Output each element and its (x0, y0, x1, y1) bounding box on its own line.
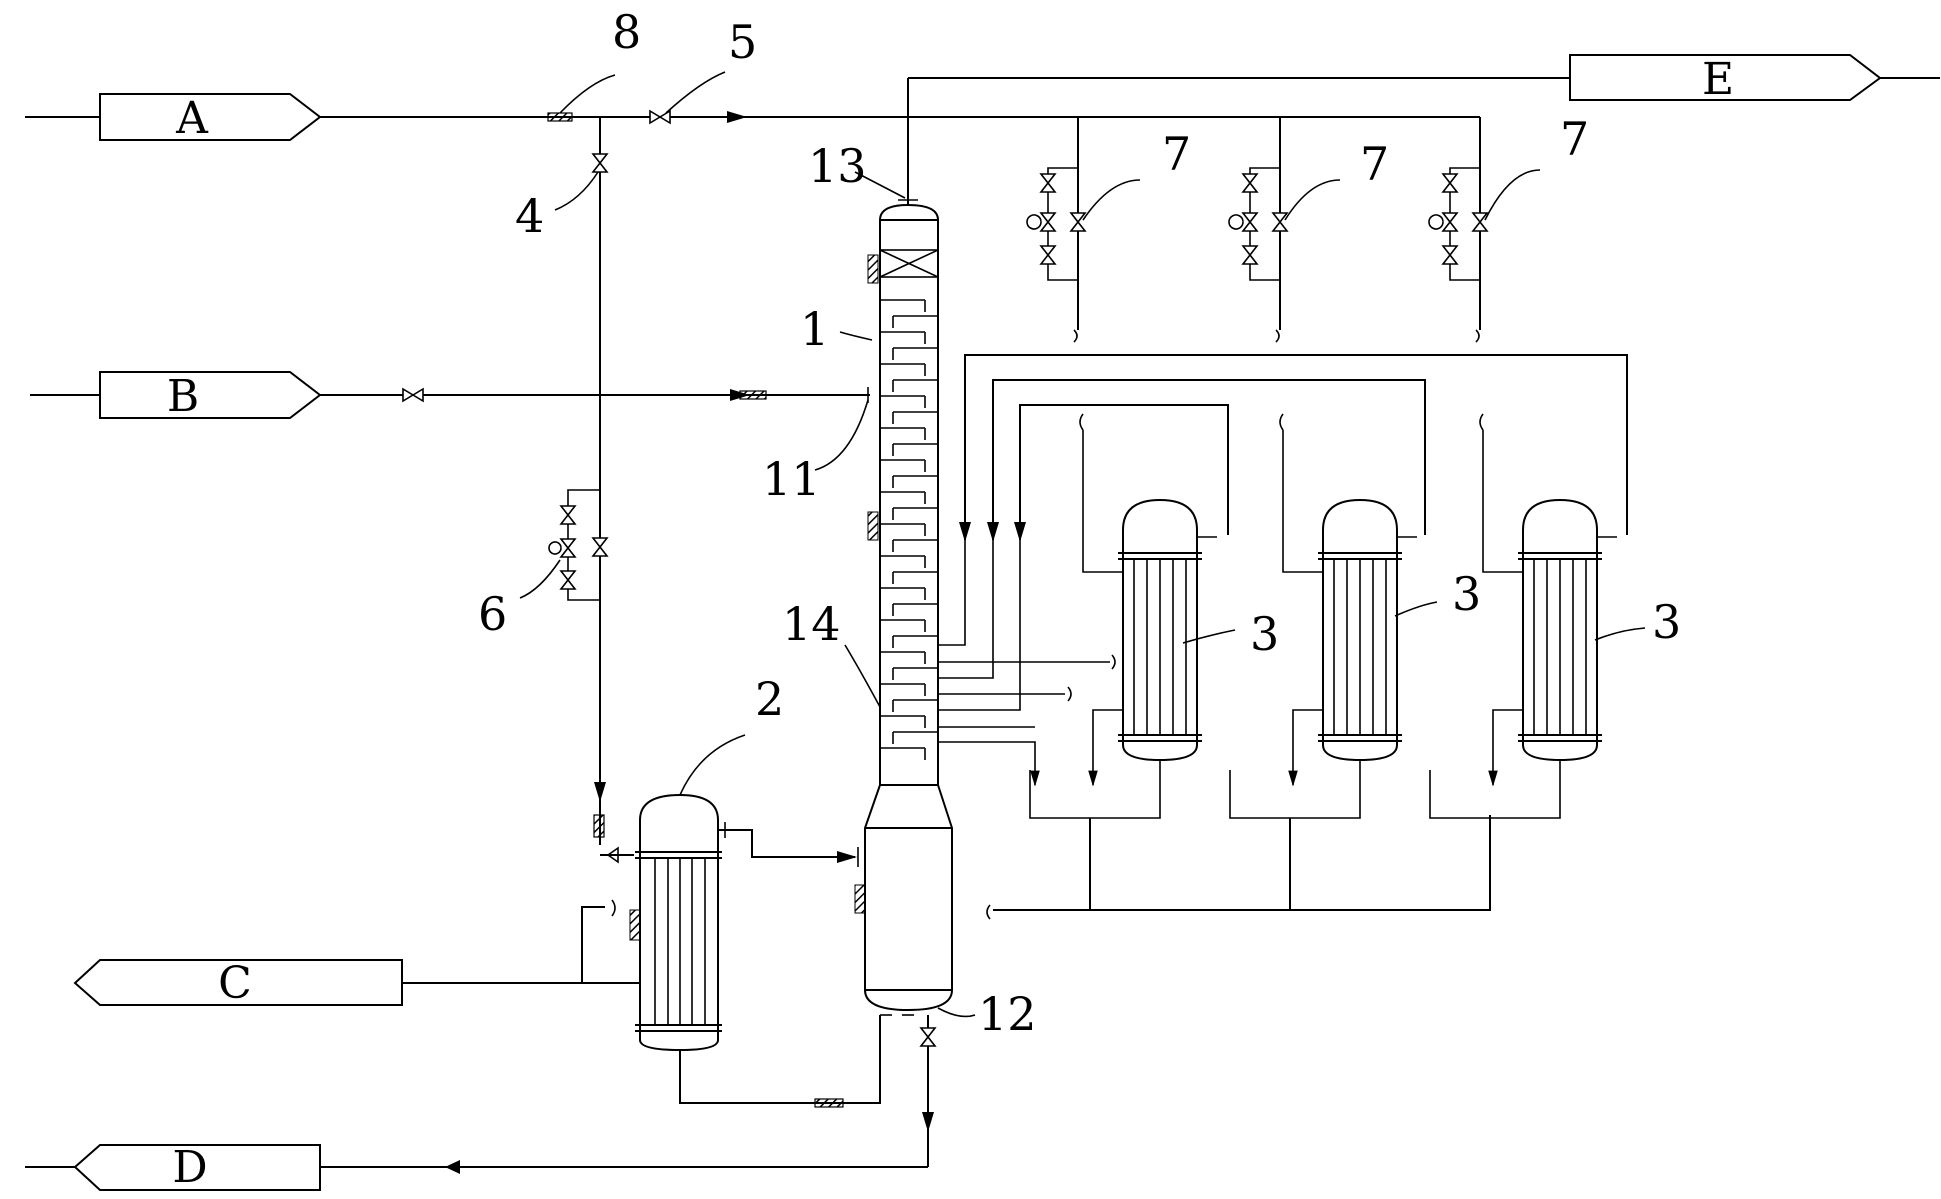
callout-labels: 8 5 4 6 1 11 13 14 2 12 3 3 3 7 7 7 (478, 5, 1681, 1041)
side-exchangers (1029, 413, 1617, 819)
callout-14: 14 (782, 597, 841, 651)
exchanger-3-1 (1029, 413, 1217, 819)
callout-7-second: 7 (1360, 137, 1389, 191)
callout-13: 13 (808, 139, 867, 193)
column-trays (880, 299, 938, 760)
callout-7-third: 7 (1560, 112, 1589, 166)
callout-4: 4 (515, 189, 544, 243)
callout-3-second: 3 (1452, 567, 1481, 621)
callout-7-first: 7 (1162, 127, 1191, 181)
valve-station-7-2 (1228, 167, 1288, 343)
feed-line-b (320, 387, 870, 403)
leader-lines (519, 71, 1646, 1018)
exchanger-return-headers (938, 354, 1628, 920)
callout-11: 11 (762, 452, 821, 506)
callout-3-third: 3 (1652, 595, 1681, 649)
stream-tag-d: D (25, 1142, 321, 1193)
callout-3-first: 3 (1250, 607, 1279, 661)
valve-stations-7 (1026, 167, 1488, 343)
stream-e-label: E (1702, 54, 1734, 105)
stream-d-label: D (172, 1142, 207, 1193)
exchanger-3-3 (1429, 413, 1617, 819)
stream-a-label: A (175, 93, 209, 144)
callout-12: 12 (978, 987, 1037, 1041)
callout-8: 8 (612, 5, 641, 59)
stream-tag-a: A (25, 93, 322, 144)
callout-1: 1 (800, 302, 829, 356)
product-line-d (320, 1015, 936, 1174)
callout-6: 6 (478, 587, 507, 641)
overhead-line-e (907, 77, 1570, 205)
stream-tag-c: C (73, 958, 403, 1009)
stream-tag-b: B (30, 371, 322, 422)
stream-b-label: B (167, 371, 199, 422)
callout-2: 2 (755, 672, 784, 726)
callout-5: 5 (728, 15, 757, 69)
feed-line-to-reboiler (548, 117, 634, 864)
valve-station-7-1 (1026, 167, 1086, 343)
exchanger-3-2 (1229, 413, 1417, 819)
stream-tag-e: E (1569, 54, 1940, 105)
stream-c-label: C (218, 958, 252, 1009)
reboiler-2 (402, 793, 881, 1108)
valve-station-7-3 (1428, 167, 1488, 343)
column-1 (854, 199, 953, 1016)
